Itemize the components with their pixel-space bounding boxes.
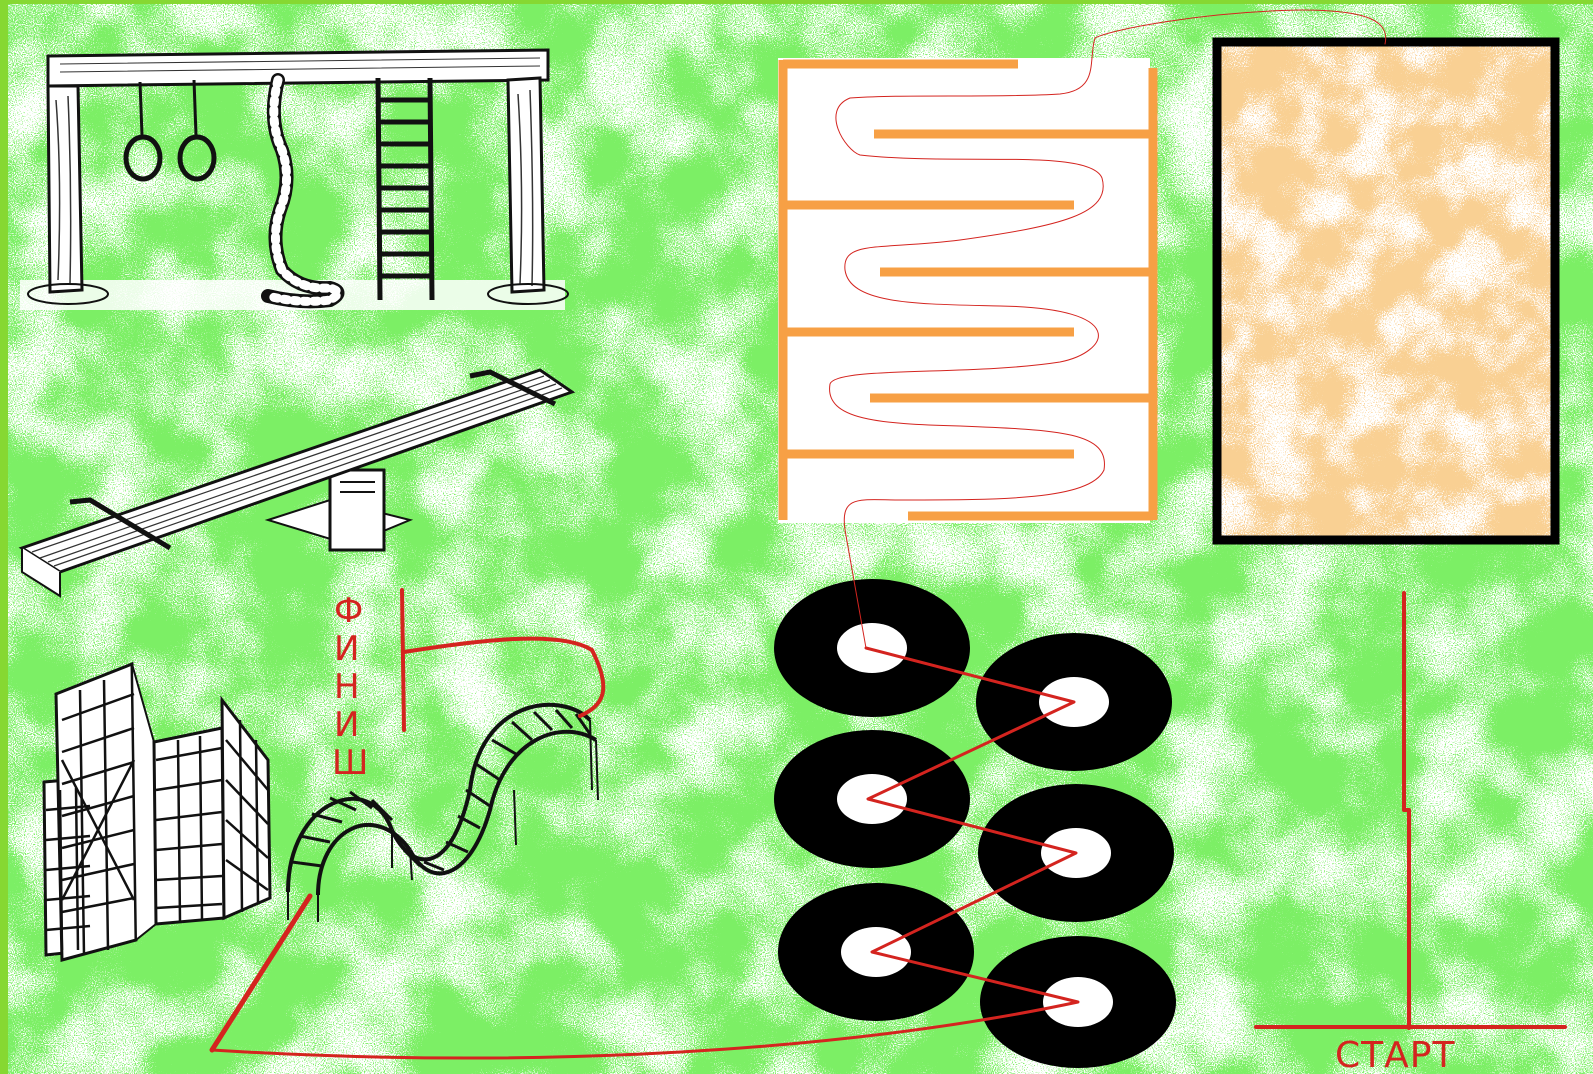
arch-ladder-icon (286, 702, 599, 922)
start-label: СТАРТ (1335, 1035, 1455, 1074)
sandbox-icon (1212, 37, 1560, 545)
maze-icon (778, 58, 1158, 523)
left-frame-bar (0, 0, 8, 1074)
rings-rope-ladder-frame-icon (20, 48, 569, 310)
finish-label: Ф И Н И Ш (332, 591, 368, 783)
finish-post (400, 588, 406, 732)
tire-icon (774, 579, 970, 717)
finish-letter-4: И (334, 705, 359, 745)
top-frame-bar (0, 0, 1593, 4)
seesaw-icon (18, 368, 576, 598)
climbing-wall-icon (42, 661, 272, 962)
route-path (209, 9, 1567, 1060)
finish-letter-2: И (334, 629, 359, 669)
start-post (1402, 591, 1411, 1030)
finish-letter-1: Ф (334, 591, 363, 631)
finish-letter-5: Ш (332, 743, 368, 783)
finish-letter-3: Н (334, 667, 360, 707)
